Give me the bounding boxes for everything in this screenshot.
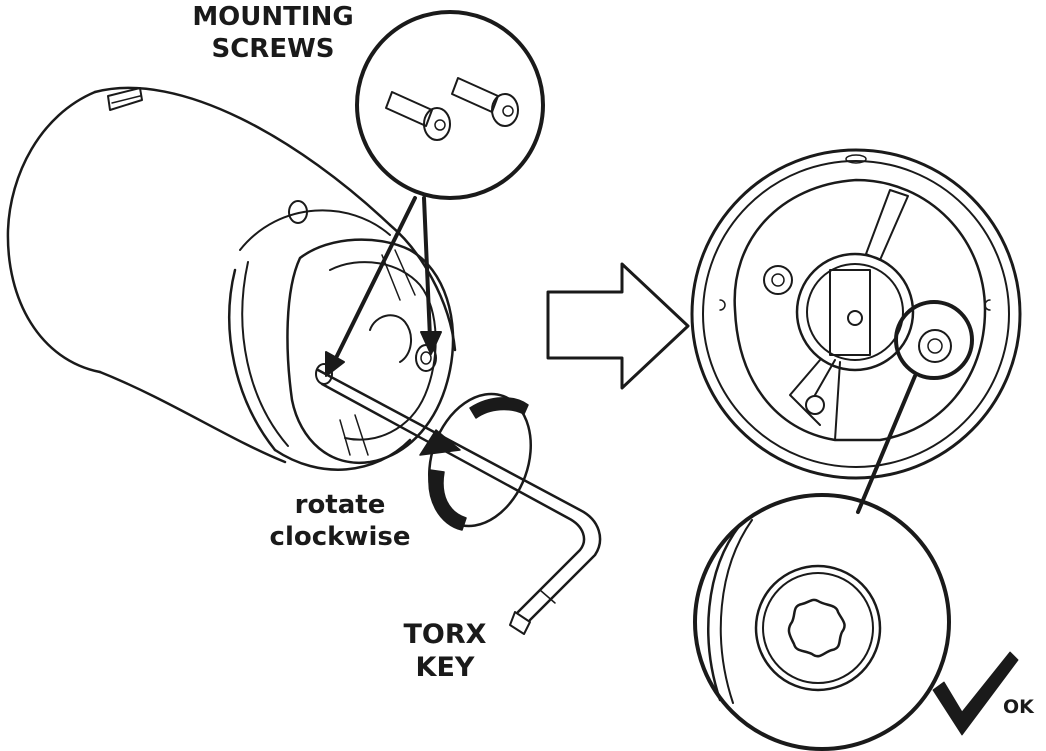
rotate-arrow-icon: [419, 392, 532, 531]
torx-key-label-line1: TORX: [403, 619, 487, 650]
checkmark-icon: [932, 651, 1019, 736]
rotate-clockwise-label: rotate clockwise: [255, 490, 425, 553]
lock-face-illustration: [690, 148, 1022, 480]
torx-key-illustration: [316, 368, 602, 635]
screw-detail-callout: [693, 374, 951, 751]
mounting-screws-callout: [325, 10, 545, 377]
rotate-clockwise-label-line2: clockwise: [269, 521, 411, 552]
mounting-screws-label-line2: SCREWS: [211, 33, 335, 64]
torx-key-label-line2: KEY: [415, 651, 475, 683]
torx-key-label: TORX KEY: [385, 619, 505, 685]
right-arrow-icon: [546, 262, 690, 390]
mounting-screws-label-line1: MOUNTING: [192, 2, 354, 32]
mounting-screws-label: MOUNTING SCREWS: [178, 2, 368, 65]
rotate-clockwise-label-line1: rotate: [294, 490, 386, 520]
lock-cylinder-illustration: [6, 86, 457, 471]
ok-label: OK: [1003, 696, 1034, 718]
